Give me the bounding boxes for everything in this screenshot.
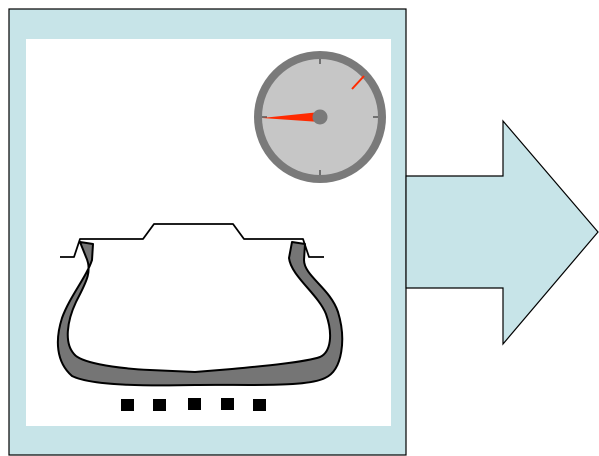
tread-block <box>253 399 266 411</box>
tread-block <box>121 399 134 411</box>
right-arrow <box>405 119 599 346</box>
tire-casing <box>56 241 344 387</box>
gauge-hub <box>312 109 328 125</box>
gauge-redline-tick <box>351 75 365 90</box>
wheel-rim-outline <box>60 223 324 258</box>
pressure-gauge-icon <box>254 51 386 183</box>
tread-block <box>153 399 166 411</box>
tread-block <box>221 398 234 410</box>
tread-block <box>188 398 201 410</box>
tire-cross-section-icon <box>56 223 344 411</box>
gauge-needle <box>262 112 320 122</box>
